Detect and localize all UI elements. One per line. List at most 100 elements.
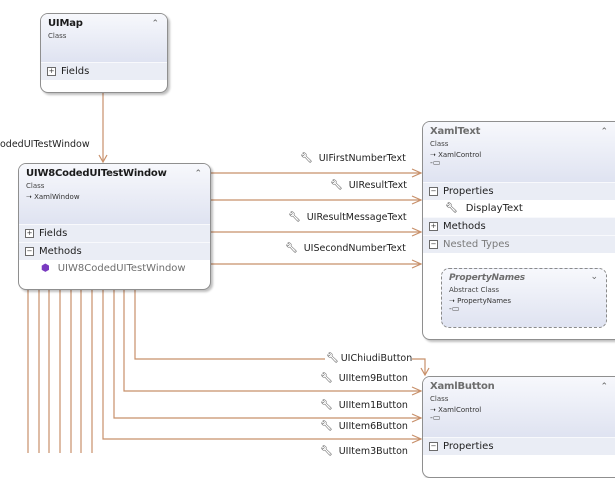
arrowhead xyxy=(411,259,423,269)
double-chevron-up-icon[interactable]: ⌃ xyxy=(600,382,608,392)
property-name: DisplayText xyxy=(465,203,523,214)
wrench-icon: 🔧︎ xyxy=(285,243,298,254)
association-label[interactable]: 🔧︎UIItem6Button xyxy=(320,421,408,432)
collapse-minus-icon[interactable]: − xyxy=(429,442,438,451)
base-class: ➝ XamlWindow xyxy=(26,193,204,201)
class-header: XamlText Class ➝ XamlControl -▭ ⌃ xyxy=(423,122,615,182)
section-nested-types[interactable]: − Nested Types xyxy=(423,235,615,253)
association-label[interactable]: 🔧︎ UIItem1Button xyxy=(320,400,408,411)
property-item[interactable]: 🔧︎ DisplayText xyxy=(423,200,615,217)
association-name: UISecondNumberText xyxy=(303,243,406,254)
arrowhead xyxy=(411,386,423,396)
lollipop-interface-icon: -▭ xyxy=(449,304,460,313)
wrench-icon: 🔧︎ xyxy=(300,153,313,164)
association-label[interactable]: 🔧︎ UIResultText xyxy=(330,180,407,191)
collapse-minus-icon[interactable]: − xyxy=(25,247,34,256)
section-label: Fields xyxy=(61,66,90,77)
association-lines xyxy=(27,92,430,453)
assoc-line-item3 xyxy=(102,290,421,440)
association-name: UIResultText xyxy=(348,180,408,191)
wrench-icon: 🔧︎ xyxy=(320,400,333,411)
wrench-icon: 🔧︎ xyxy=(288,212,301,223)
class-name: XamlText xyxy=(430,126,481,137)
section-label: Properties xyxy=(443,186,494,197)
nested-class-propertynames[interactable]: PropertyNames Abstract Class ➝ PropertyN… xyxy=(441,268,607,328)
arrowhead xyxy=(411,227,423,237)
association-label[interactable]: 🔧︎ UIResultMessageText xyxy=(288,212,407,223)
collapse-minus-icon[interactable]: − xyxy=(429,187,438,196)
class-kind: Class xyxy=(48,32,67,40)
arrowhead xyxy=(411,434,423,444)
association-label-text: odedUITestWindow xyxy=(0,139,90,150)
arrowhead xyxy=(411,168,423,178)
class-kind: Class xyxy=(26,182,45,190)
nested-base-name: PropertyNames xyxy=(457,297,512,305)
association-label[interactable]: 🔧︎ UIFirstNumberText xyxy=(300,153,406,164)
wrench-icon: 🔧︎ xyxy=(326,353,339,364)
wrench-icon: 🔧︎ xyxy=(320,373,333,384)
class-name: UIMap xyxy=(48,18,83,29)
arrowhead xyxy=(98,154,108,164)
association-name: UIFirstNumberText xyxy=(318,153,406,164)
association-name: UIItem1Button xyxy=(338,400,408,411)
association-label[interactable]: 🔧︎ UIItem9Button xyxy=(320,373,408,384)
base-class-name: XamlWindow xyxy=(34,193,80,201)
collapse-minus-icon[interactable]: − xyxy=(429,240,438,249)
double-chevron-up-icon[interactable]: ⌃ xyxy=(194,169,202,179)
association-name: UIResultMessageText xyxy=(306,212,407,223)
expand-plus-icon[interactable]: + xyxy=(25,229,34,238)
class-name: UIW8CodedUITestWindow xyxy=(26,168,167,179)
arrowhead xyxy=(411,195,423,205)
class-kind: Class xyxy=(430,395,449,403)
arrowhead xyxy=(411,413,423,423)
section-properties[interactable]: − Properties xyxy=(423,437,615,455)
association-name: UIItem3Button xyxy=(338,446,408,457)
association-label[interactable]: 🔧︎ UIItem3Button xyxy=(320,446,408,457)
class-xamlbutton[interactable]: XamlButton Class ➝ XamlControl -▭ ⌃ − Pr… xyxy=(422,376,615,478)
assoc-line-item1 xyxy=(123,290,421,392)
section-fields[interactable]: + Fields xyxy=(19,224,210,242)
nested-base: ➝ PropertyNames xyxy=(449,297,599,305)
base-class: ➝ XamlControl xyxy=(430,406,615,414)
class-name: XamlButton xyxy=(430,381,495,392)
section-label: Fields xyxy=(39,228,68,239)
section-properties[interactable]: − Properties xyxy=(423,182,615,200)
wrench-icon: 🔧︎ xyxy=(320,446,333,457)
association-name: UIItem9Button xyxy=(338,373,408,384)
expand-plus-icon[interactable]: + xyxy=(429,222,438,231)
double-chevron-up-icon[interactable]: ⌃ xyxy=(600,127,608,137)
double-chevron-up-icon[interactable]: ⌃ xyxy=(151,19,159,29)
class-uiw8codeduitestwindow[interactable]: UIW8CodedUITestWindow Class ➝ XamlWindow… xyxy=(18,163,211,290)
class-header: UIMap Class ⌃ xyxy=(41,14,167,62)
wrench-icon: 🔧︎ xyxy=(320,421,333,432)
double-chevron-down-icon[interactable]: ⌄ xyxy=(590,272,598,282)
class-kind: Class xyxy=(430,140,449,148)
class-xamltext[interactable]: XamlText Class ➝ XamlControl -▭ ⌃ − Prop… xyxy=(422,121,615,340)
section-methods[interactable]: + Methods xyxy=(423,217,615,235)
wrench-icon: 🔧︎ xyxy=(330,180,343,191)
uimap-association-label: odedUITestWindow xyxy=(0,139,90,150)
inheritance-arrow-icon: ➝ xyxy=(430,406,439,414)
association-label[interactable]: 🔧︎UIChiudiButton xyxy=(326,353,413,364)
class-header: UIW8CodedUITestWindow Class ➝ XamlWindow… xyxy=(19,164,210,224)
lollipop-interface-icon: -▭ xyxy=(430,158,441,167)
inheritance-arrow-icon: ➝ xyxy=(449,297,458,305)
wrench-icon: 🔧︎ xyxy=(445,203,458,214)
class-header: XamlButton Class ➝ XamlControl -▭ ⌃ xyxy=(423,377,615,437)
method-cube-icon: ⬢ xyxy=(41,263,50,274)
association-label[interactable]: 🔧︎ UISecondNumberText xyxy=(285,243,406,254)
section-fields[interactable]: + Fields xyxy=(41,62,167,80)
section-label: Methods xyxy=(39,246,82,257)
assoc-line-item6 xyxy=(113,290,421,419)
section-methods[interactable]: − Methods xyxy=(19,242,210,260)
expand-plus-icon[interactable]: + xyxy=(47,67,56,76)
base-class: ➝ XamlControl xyxy=(430,151,615,159)
method-item[interactable]: ⬢ UIW8CodedUITestWindow xyxy=(19,260,210,277)
inheritance-arrow-icon: ➝ xyxy=(26,193,35,201)
nested-class-kind: Abstract Class xyxy=(449,286,500,294)
lollipop-interface-icon: -▭ xyxy=(430,413,441,422)
class-uimap[interactable]: UIMap Class ⌃ + Fields xyxy=(40,13,168,93)
association-name: UIChiudiButton xyxy=(340,353,413,364)
base-class-name: XamlControl xyxy=(438,151,482,159)
section-label: Properties xyxy=(443,441,494,452)
